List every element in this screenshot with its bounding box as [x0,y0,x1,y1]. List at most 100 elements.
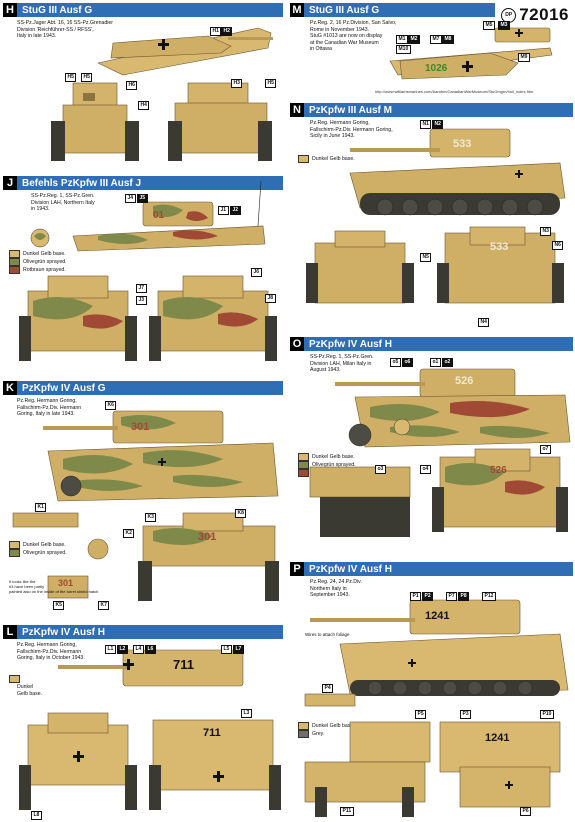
turret-number-rear: 301 [198,531,217,543]
turret-number: 301 [131,421,150,433]
marking-tag: K1 [35,503,47,512]
legend-row: Olivegrün sprayed. [9,549,67,557]
legend-label: Dunkel Gelb base. [23,251,66,257]
marking-tag: P4 [322,684,334,693]
legend-label: Dunkel Gelb base. [312,156,355,162]
marking-tag: P10 [540,710,554,719]
panel-j: J Befehls PzKpfw III Ausf J SS-Pz.Reg. 1… [3,176,283,376]
marking-tag: P1 [410,592,422,601]
swatch-rot [9,266,20,274]
panel-letter: P [290,562,304,576]
panel-note: Pz.Reg. 2, 16 Pz.Division, San Salvo, Ro… [310,20,397,52]
marking-tag: L3 [241,709,252,718]
marking-tag: N5 [420,253,432,262]
marking-tag: o1 [430,358,441,367]
marking-tag: P2 [422,592,434,601]
marking-tag: L5 [221,645,232,654]
panel-h: H StuG III Ausf G SS-Pz.Jager Abt. 16, 1… [3,3,283,173]
panel-title: PzKpfw IV Ausf H [309,563,392,575]
legend-row: Olivegrün sprayed. [298,461,356,469]
legend-label: Dunkel Gelb base. [312,723,355,729]
swatch-dunkelgelb [298,722,309,730]
swatch-dunkelgelb [298,155,309,163]
marking-tag: H5 [265,79,277,88]
panel-header: M StuG III Ausf G [290,3,495,17]
marking-tag: o3 [375,465,386,474]
vehicle-number: 1026 [425,63,448,74]
product-number: 72016 [519,5,569,24]
turret-number: 711 [173,657,194,672]
turret-number: 01 [153,210,165,221]
panel-note: Pz.Reg. Hermann Goring, Fallschirm-Pz.Di… [17,398,82,417]
marking-tag: N1 [420,120,432,129]
marking-tag: N4 [478,318,490,327]
pzkpfw-iv-g-side-view [12,410,279,601]
legend-label: Rotbraun sprayed. [23,267,66,273]
pzkpfw-iii-side-view [306,128,566,304]
marking-tag: P11 [340,807,354,816]
panel-header: H StuG III Ausf G [3,3,283,17]
panel-letter: K [3,381,17,395]
marking-tag: N2 [432,120,444,129]
marking-tag: o2 [442,358,453,367]
marking-tag: M8 [442,35,454,44]
panel-title: PzKpfw IV Ausf H [309,338,392,350]
marking-tag: J8 [265,294,276,303]
swatch-olive [298,461,309,469]
panel-letter: H [3,3,17,17]
stug-side-view [389,27,553,80]
marking-tag: L4 [133,645,144,654]
color-legend: Dunkel Gelb base. Olivegrün sprayed. [9,541,67,557]
swatch-dunkelgelb [298,453,309,461]
legend-label: Grey. [312,731,325,737]
color-legend: Dunkel Gelb base. Grey. [298,722,355,738]
legend-label: Olivegrün sprayed. [23,259,67,265]
panel-header: O PzKpfw IV Ausf H [290,337,573,351]
legend-label: Olivegrün sprayed. [23,550,67,556]
panel-p: P PzKpfw IV Ausf H Pz.Reg. 24, 24.Pz.Div… [290,562,573,820]
panel-letter: M [290,3,304,17]
marking-tag: M10 [396,45,411,54]
panel-title: StuG III Ausf G [309,4,380,16]
marking-tag: o6 [402,358,413,367]
turret-number: 526 [455,375,474,387]
marking-tag: L1 [105,645,116,654]
foliage-annotation: Wires to attach foliage [305,632,350,637]
swatch-olive [9,549,20,557]
legend-label: Dunkel Gelb base. [312,454,355,460]
marking-tag: M2 [408,35,420,44]
swatch-olive [9,258,20,266]
marking-tag: J6 [251,268,262,277]
panel-note: SS-Pz.Reg. 1, SS-Pz.Gren. Division LAH, … [310,354,374,373]
marking-tag: N3 [540,227,552,236]
marking-tag: M5 [483,21,495,30]
marking-tag: o5 [390,358,401,367]
legend-label: Dunkel Gelb base. [17,684,43,697]
marking-tag: K2 [123,529,135,538]
panel-title: PzKpfw IV Ausf H [22,626,105,638]
panel-note: SS-Pz.Reg. 1, SS-Pz.Gren. Division LAH, … [31,193,95,212]
legend-row: Dunkel Gelb base. [9,541,67,549]
marking-tag: P3 [460,710,472,719]
legend-label: Olivegrün sprayed. [312,462,356,468]
marking-tag: K5 [53,601,65,610]
marking-tag: K6 [105,401,117,410]
panel-note: Pz.Reg. 24, 24.Pz.Div. Northern Italy in… [310,579,362,598]
hatch-number: 301 [58,578,74,588]
color-legend: Dunkel Gelb base. [298,155,355,163]
marking-tag: J7 [136,284,147,293]
panel-n: N PzKpfw III Ausf M Pz.Reg. Hermann Gori… [290,103,573,335]
panel-title: Befehls PzKpfw III Ausf J [22,177,142,189]
panel-note: Pz.Reg. Hermann Goring, Fallschirm-Pz.Di… [310,120,393,139]
hatch-note: It looks like the #3 have been partly pa… [9,579,99,594]
panel-title: PzKpfw III Ausf M [309,104,392,116]
panel-letter: L [3,625,17,639]
marking-tag: J1 [218,206,229,215]
legend-row: Dunkel Gelb base. [298,155,355,163]
panel-letter: J [3,176,17,190]
color-legend [9,675,20,683]
legend-row: Rotbraun sprayed. [9,266,67,274]
swatch-dunkelgelb [9,675,20,683]
panel-note: SS-Pz.Jager Abt. 16, 16 SS-Pz.Grenadier … [17,20,114,39]
panel-header: P PzKpfw IV Ausf H [290,562,573,576]
